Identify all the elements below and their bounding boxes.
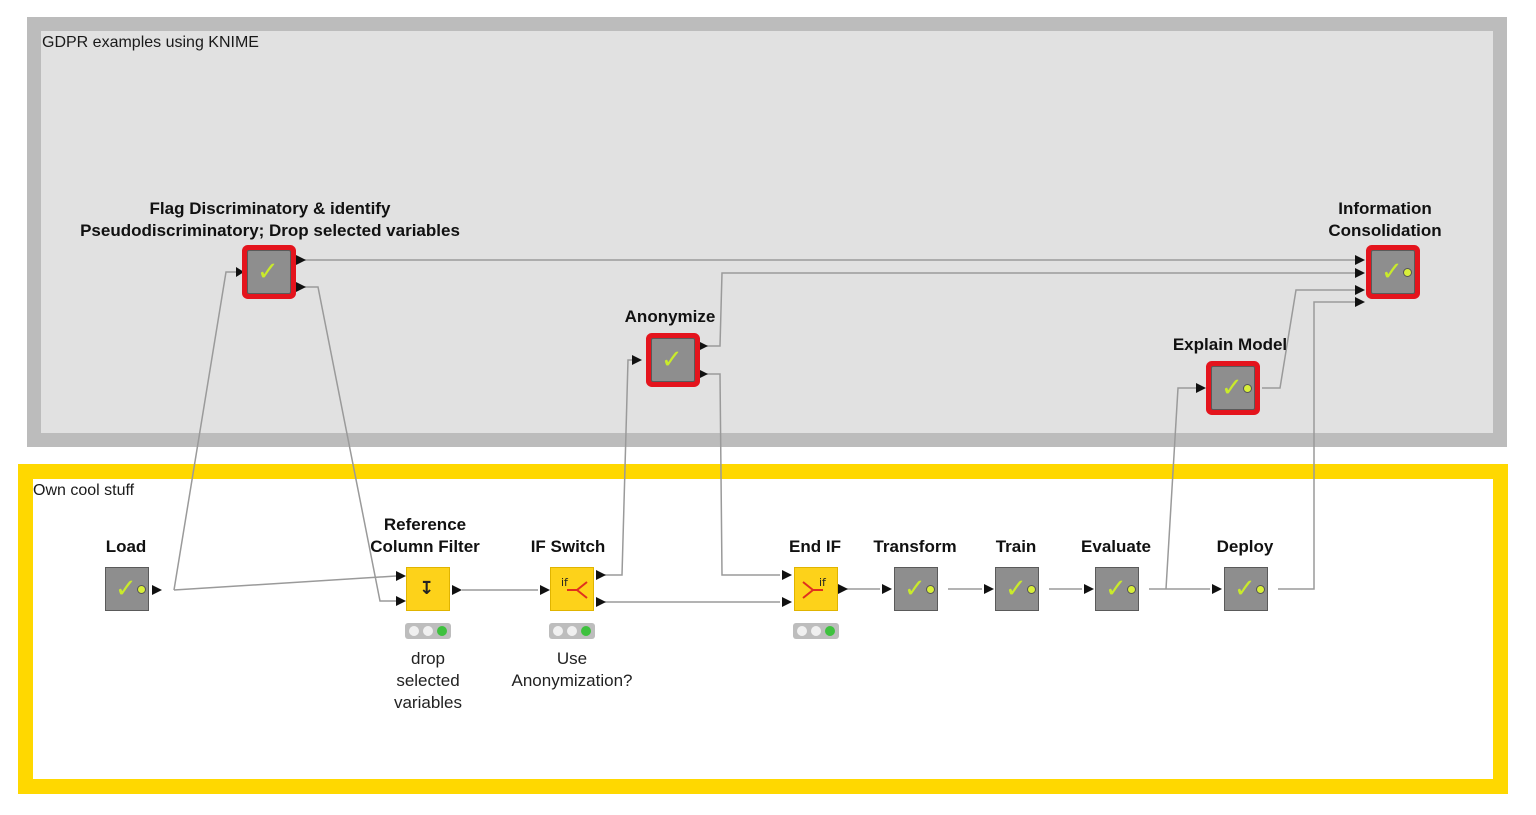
info-node-label-2: Consolidation	[1328, 221, 1442, 240]
refcol-node-label-2: Column Filter	[370, 537, 480, 556]
end-if-node[interactable]: if	[794, 567, 838, 611]
output-port-icon	[1403, 268, 1412, 277]
load-node[interactable]: ✓	[105, 567, 149, 611]
information-consolidation-node[interactable]: ✓	[1371, 250, 1415, 294]
gdpr-annotation	[27, 17, 1507, 447]
evaluate-node-label: Evaluate	[1081, 537, 1151, 556]
train-node[interactable]: ✓	[995, 567, 1039, 611]
check-icon: ✓	[1005, 574, 1027, 604]
if-switch-branch-icon	[567, 581, 588, 599]
column-filter-icon: ↧	[419, 578, 435, 599]
connection-evaluate-explain	[1165, 387, 1196, 590]
own-annotation	[18, 464, 1508, 794]
refcol-desc-2: selected	[396, 671, 460, 690]
connection-anonymize-endif	[706, 373, 780, 576]
output-port-icon	[1127, 585, 1136, 594]
end-if-node-label: End IF	[789, 537, 841, 556]
deploy-node-label: Deploy	[1216, 537, 1274, 556]
transform-node-label: Transform	[873, 537, 957, 556]
output-port-icon	[1243, 384, 1252, 393]
train-node-label: Train	[995, 537, 1037, 556]
refcol-traffic-light	[405, 623, 451, 639]
anonymize-node[interactable]: ✓	[651, 338, 695, 382]
own-annotation-body	[33, 479, 1493, 779]
reference-column-filter-node[interactable]: ↧	[406, 567, 450, 611]
explain-model-node-label: Explain Model	[1172, 335, 1288, 354]
connection-load-flag	[173, 271, 244, 591]
flag-discriminatory-node[interactable]: ✓	[247, 250, 291, 294]
output-port-icon	[926, 585, 935, 594]
own-annotation-title: Own cool stuff	[33, 482, 135, 499]
flag-node-label-2: Pseudodiscriminatory; Drop selected vari…	[80, 221, 460, 240]
end-if-icon: if	[819, 576, 826, 589]
gdpr-annotation-title: GDPR examples using KNIME	[42, 34, 259, 51]
if-switch-desc-2: Anonymization?	[511, 671, 633, 690]
transform-node[interactable]: ✓	[894, 567, 938, 611]
check-icon: ✓	[115, 574, 137, 604]
refcol-desc-1: drop	[410, 649, 446, 668]
if-switch-desc-1: Use	[556, 649, 588, 668]
deploy-node[interactable]: ✓	[1224, 567, 1268, 611]
info-node-label-1: Information	[1338, 199, 1432, 218]
check-icon: ✓	[1221, 373, 1243, 403]
evaluate-node[interactable]: ✓	[1095, 567, 1139, 611]
check-icon: ✓	[1381, 257, 1403, 287]
check-icon: ✓	[904, 574, 926, 604]
connection-flag-refcol	[297, 286, 396, 602]
if-switch-node-label: IF Switch	[530, 537, 606, 556]
refcol-desc-3: variables	[393, 693, 463, 712]
end-if-merge-icon	[802, 581, 823, 599]
connection-explain-info	[1262, 289, 1355, 389]
if-switch-node[interactable]: if	[550, 567, 594, 611]
end-if-traffic-light	[793, 623, 839, 639]
check-icon: ✓	[257, 257, 279, 287]
refcol-node-label-1: Reference	[383, 515, 467, 534]
anonymize-node-label: Anonymize	[624, 307, 716, 326]
output-port-icon	[1027, 585, 1036, 594]
check-icon: ✓	[1234, 574, 1256, 604]
flag-node-label-1: Flag Discriminatory & identify	[149, 199, 391, 218]
connection-deploy-info	[1278, 301, 1355, 590]
check-icon: ✓	[1105, 574, 1127, 604]
output-port-icon	[1256, 585, 1265, 594]
check-icon: ✓	[661, 345, 683, 375]
output-port-icon	[137, 585, 146, 594]
load-node-label: Load	[105, 537, 147, 556]
if-switch-icon: if	[561, 576, 568, 589]
connection-anonymize-info	[706, 272, 1355, 347]
explain-model-node[interactable]: ✓	[1211, 366, 1255, 410]
if-switch-traffic-light	[549, 623, 595, 639]
connection-load-refcol	[173, 575, 397, 591]
